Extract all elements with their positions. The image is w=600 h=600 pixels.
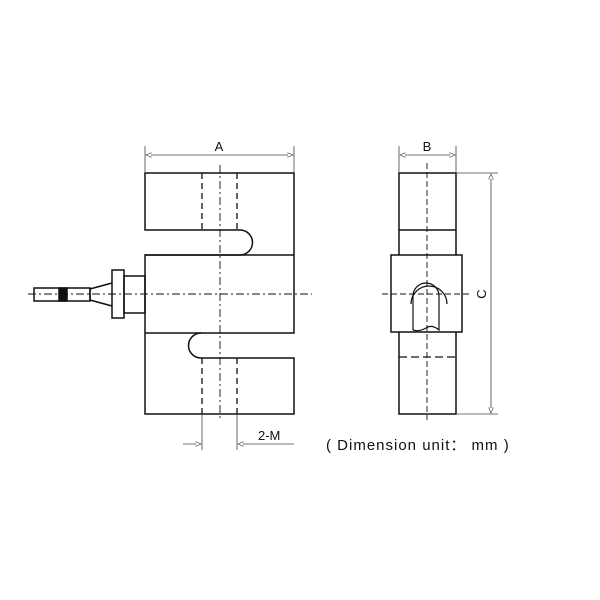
center-lines xyxy=(28,165,312,420)
dim-c-label: C xyxy=(474,289,489,298)
dim-a-label: A xyxy=(215,139,224,154)
s-beam-outline xyxy=(144,172,295,415)
connector-end-view xyxy=(410,282,448,332)
dimension-a xyxy=(144,146,295,173)
dimension-unit-note: ( Dimension unit： mm ) xyxy=(326,437,510,454)
cable-connector xyxy=(33,269,146,319)
side-view xyxy=(382,163,472,420)
dim-b-label: B xyxy=(423,139,432,154)
thread-hole-hidden-lines xyxy=(201,173,238,414)
dimension-b xyxy=(398,146,457,173)
front-view xyxy=(28,165,312,420)
side-plate xyxy=(390,254,463,333)
side-center-lines xyxy=(382,163,472,420)
cable-band xyxy=(58,287,68,302)
dimension-2m xyxy=(183,414,294,450)
dimension-c xyxy=(456,172,498,415)
thread-label: 2-M xyxy=(258,428,280,443)
